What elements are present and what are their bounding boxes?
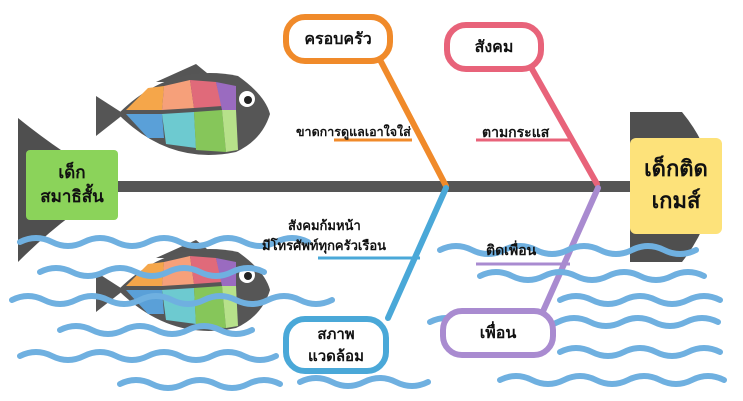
category-environment-box: สภาพ แวดล้อม <box>283 316 389 374</box>
category-family-box: ครอบครัว <box>283 14 393 64</box>
problem-head-box: เด็กติด เกมส์ <box>630 138 722 234</box>
category-friends-title: เพื่อน <box>479 322 517 342</box>
cause-society: ตามกระแส <box>482 125 550 141</box>
category-environment-title-line1: สภาพ <box>317 325 355 343</box>
category-family-title: ครอบครัว <box>304 28 372 48</box>
category-friends-box: เพื่อน <box>440 308 556 358</box>
bone-family <box>375 53 449 189</box>
bone-friends <box>537 185 601 321</box>
head-label-line2: เกมส์ <box>651 189 701 214</box>
bone-society <box>525 59 600 187</box>
effect-tail-box: เด็ก สมาธิสั้น <box>26 150 118 220</box>
category-environment-title-line2: แวดล้อม <box>308 347 364 365</box>
tail-label-line2: สมาธิสั้น <box>40 187 104 207</box>
cause-environment-line1: สังคมก้มหน้า <box>288 219 361 234</box>
spine <box>60 181 635 192</box>
category-society-box: สังคม <box>444 22 544 72</box>
cause-friends: ติดเพื่อน <box>486 243 537 259</box>
cause-environment-line2: มีโทรศัพท์ทุกครัวเรือน <box>262 239 387 254</box>
bone-environment <box>385 185 449 321</box>
head-label-line1: เด็กติด <box>644 157 708 182</box>
tail-label-line1: เด็ก <box>58 163 86 183</box>
cause-family: ขาดการดูแลเอาใจใส่ <box>296 124 411 139</box>
category-society-title: สังคม <box>474 36 514 56</box>
fish-illustration-lower <box>96 240 270 331</box>
fish-illustration <box>96 64 270 155</box>
